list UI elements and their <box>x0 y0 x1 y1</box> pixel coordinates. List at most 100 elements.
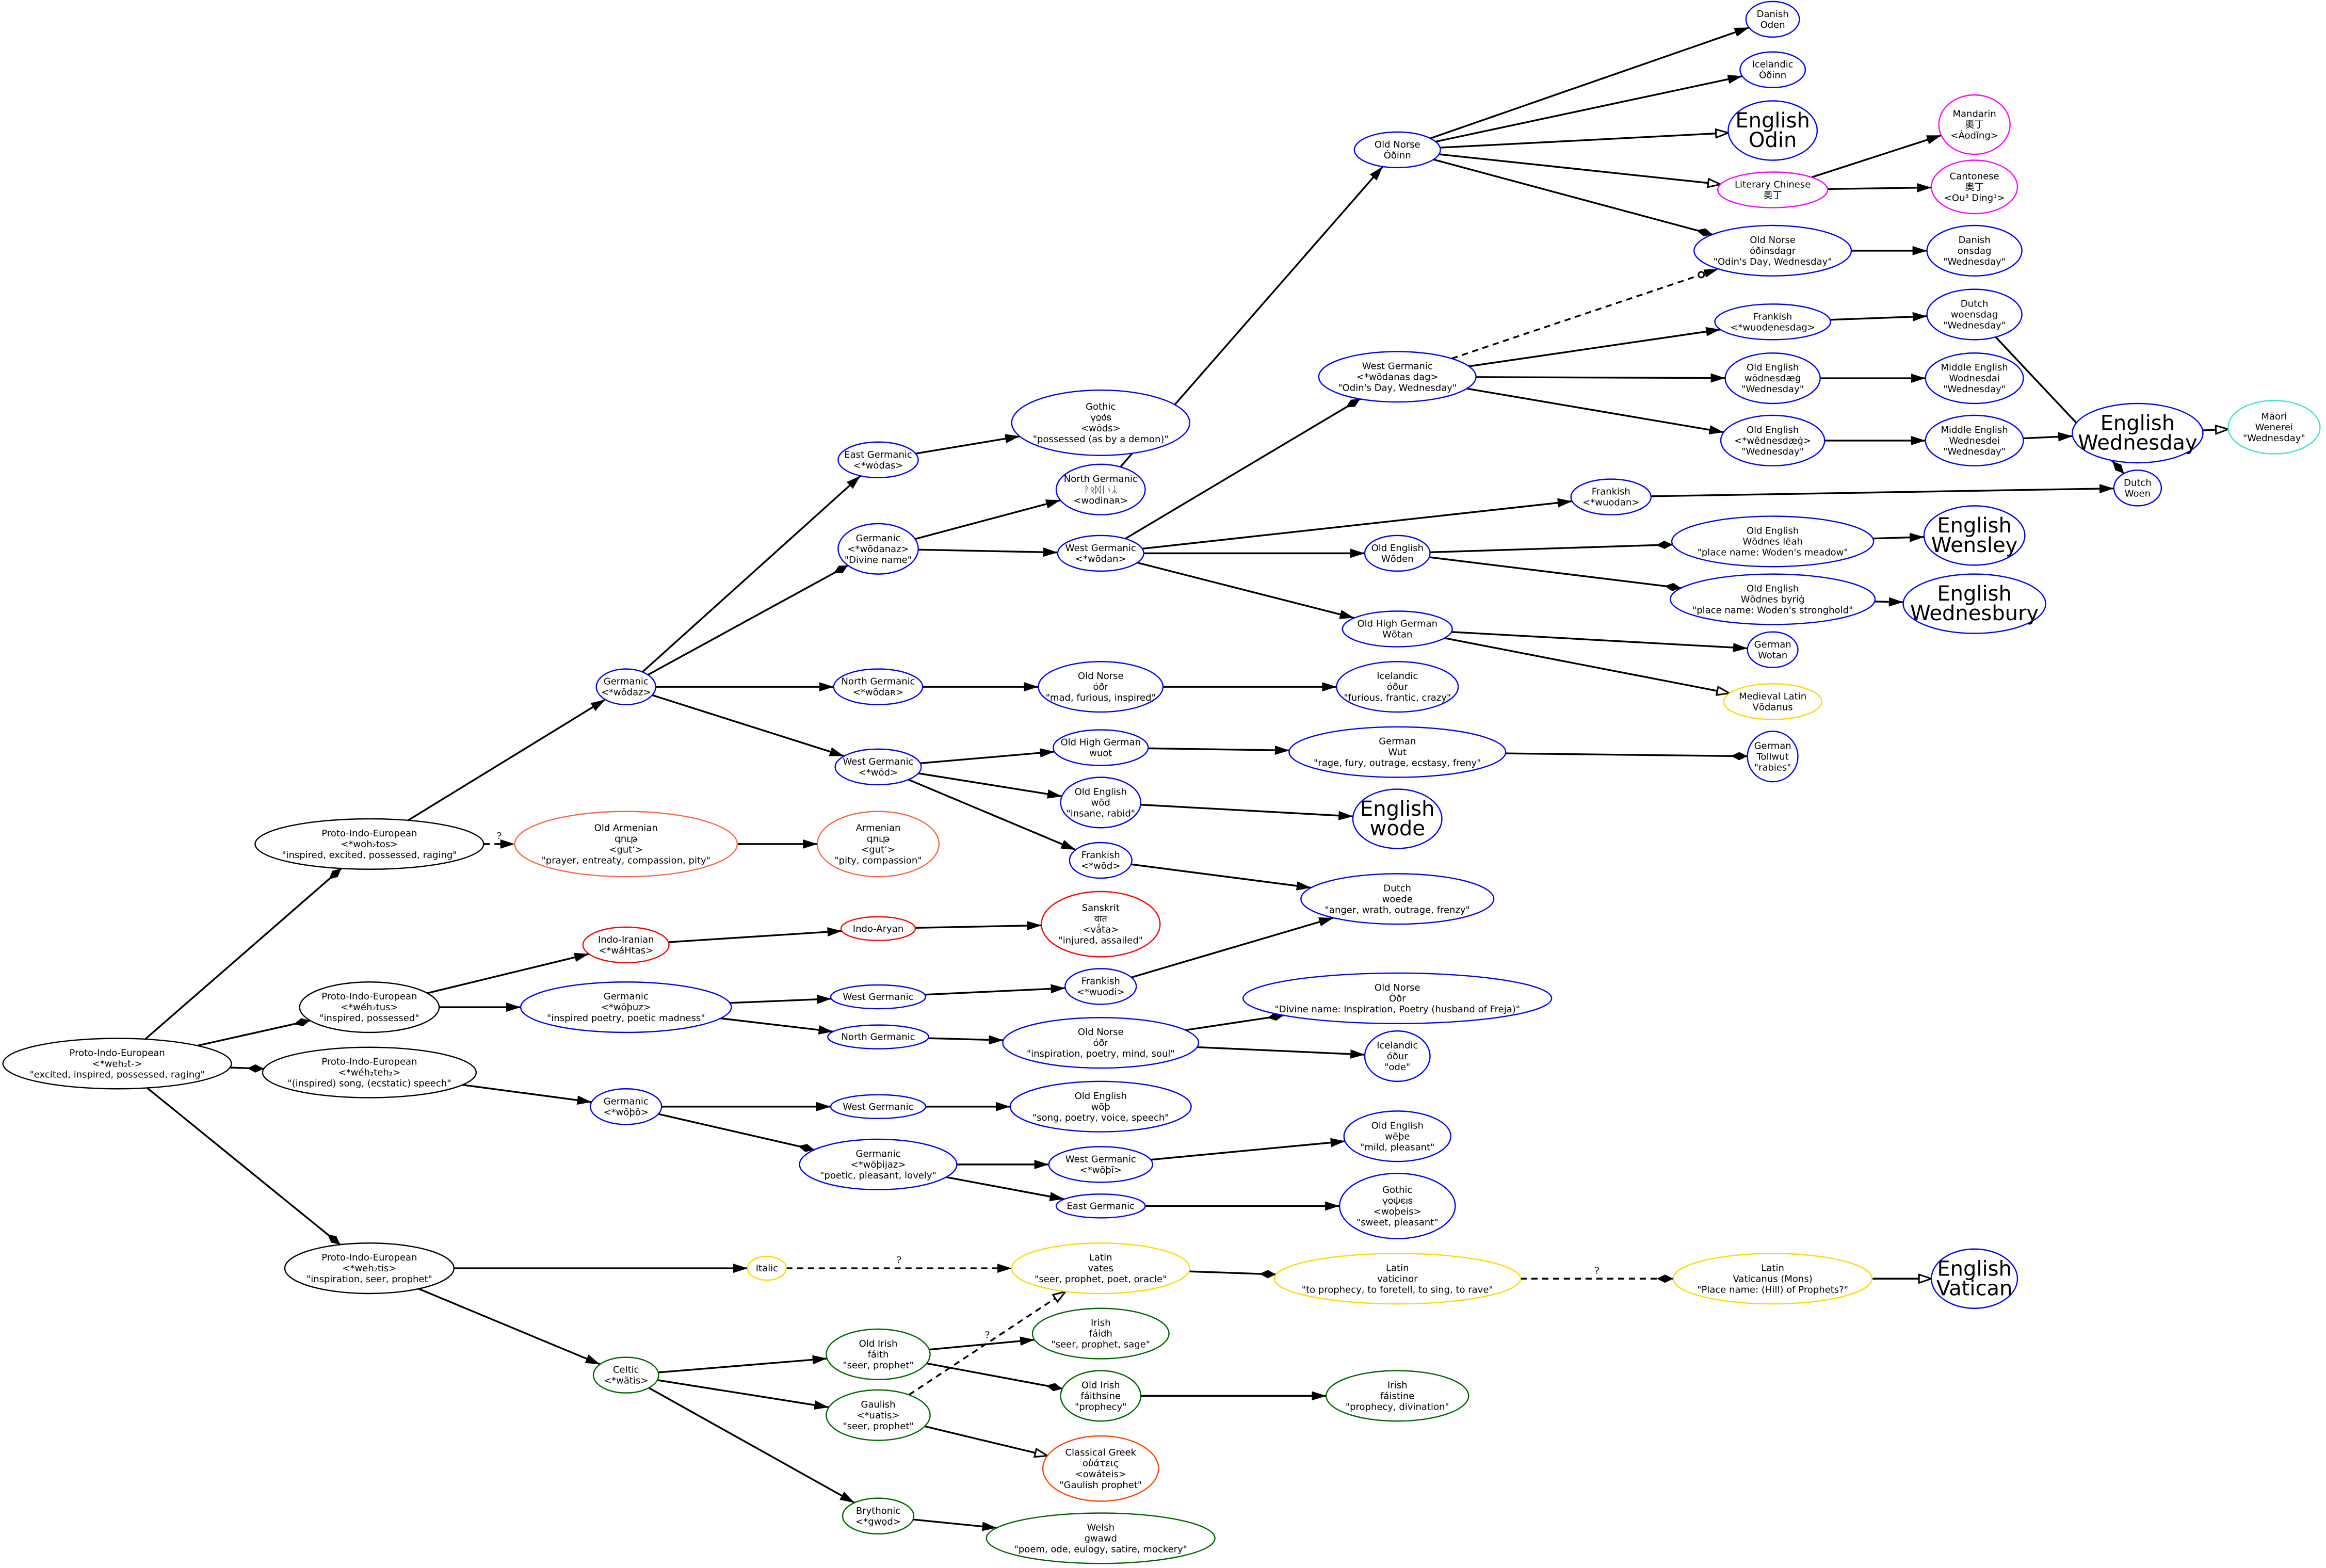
node-term-line: "furious, frantic, crazy" <box>1344 692 1451 703</box>
node-term-line: Tollwut <box>1756 751 1789 762</box>
node-wg-wod[interactable]: West Germanic<*wōd> <box>834 748 922 786</box>
node-italic[interactable]: Italic <box>747 1255 787 1281</box>
node-wg-wopi[interactable]: West Germanic<*wōþī> <box>1048 1146 1154 1183</box>
node-ng-wodar[interactable]: North Germanic<*wōdaʀ> <box>833 668 924 705</box>
node-frankish-wuodi[interactable]: Frankish<*wuodi> <box>1064 968 1137 1005</box>
node-frankish-wuodan[interactable]: Frankish<*wuodan> <box>1570 478 1652 515</box>
node-frankish-wod[interactable]: Frankish<*wōd> <box>1069 842 1133 879</box>
edge-wg-wodanas-dag-to-oe-wednesdaeg <box>1466 387 1724 434</box>
node-term-line: <*wōdanas dag> <box>1356 371 1439 382</box>
node-greek[interactable]: Classical Greekοὐάτεις<owáteis>"Gaulish … <box>1042 1435 1159 1502</box>
node-gmc-wodanaz[interactable]: Germanic<*wōdanaz>"Divine name" <box>837 523 919 575</box>
node-oe-wednesdaeg[interactable]: Old English<*wēdnesdæġ>"Wednesday" <box>1720 414 1826 466</box>
node-language: Old English <box>1075 1091 1127 1102</box>
node-language: East Germanic <box>1067 1201 1135 1211</box>
node-language: German <box>1754 740 1791 751</box>
node-celtic[interactable]: Celtic<*wātis> <box>592 1356 659 1394</box>
node-wg-wodanas-dag[interactable]: West Germanic<*wōdanas dag>"Odin's Day, … <box>1318 351 1477 403</box>
node-frankish-wuodenesdag[interactable]: Frankish<*wuodenesdag> <box>1714 303 1831 341</box>
node-wg-wodan[interactable]: West Germanic<*wōdan> <box>1057 535 1144 572</box>
node-eg-wodas[interactable]: East Germanic<*wōdas> <box>837 441 919 478</box>
edge-celtic-to-brythonic <box>648 1387 855 1504</box>
node-gmc-wopo[interactable]: Germanic<*wōþō> <box>590 1088 663 1125</box>
node-eg-b[interactable]: East Germanic <box>1055 1193 1146 1219</box>
node-language: Proto-Indo-European <box>321 1252 417 1263</box>
node-wg-b[interactable]: West Germanic <box>830 1094 927 1119</box>
node-brythonic[interactable]: Brythonic<*gwọd> <box>842 1497 915 1534</box>
node-term-line: "prophecy, divination" <box>1346 1401 1449 1412</box>
node-indo-iranian[interactable]: Indo-Iranian<*wáHtas> <box>582 926 670 964</box>
node-ellipse <box>2 1038 232 1090</box>
node-wg-a[interactable]: West Germanic <box>830 984 927 1010</box>
node-indo-aryan[interactable]: Indo-Aryan <box>840 916 916 941</box>
node-pie-wehtus[interactable]: Proto-Indo-European<*wéh₂tus>"inspired, … <box>299 981 440 1033</box>
node-gmc-wodaz[interactable]: Germanic<*wōdaz> <box>595 668 656 705</box>
node-ellipse <box>799 1138 958 1190</box>
node-ng-a[interactable]: North Germanic <box>827 1024 929 1049</box>
node-language: Middle English <box>1941 362 2008 373</box>
node-pie-wohtos[interactable]: Proto-Indo-European<*woh₂tos>"inspired, … <box>254 818 484 870</box>
node-gmc-wopuz[interactable]: Germanic<*wōþuz>"inspired poetry, poetic… <box>520 981 732 1033</box>
node-pie-root[interactable]: Proto-Indo-European<*weh₂t->"excited, in… <box>2 1038 232 1090</box>
node-language: Germanic <box>856 533 901 544</box>
node-pie-wehtis[interactable]: Proto-Indo-European<*weh₂tis>"inspiratio… <box>284 1242 455 1295</box>
node-term-line: Óðr <box>1389 993 1406 1004</box>
node-gmc-wopijaz[interactable]: Germanic<*wōþijaz>"poetic, pleasant, lov… <box>799 1138 958 1190</box>
node-pie-wehteh[interactable]: Proto-Indo-European<*wéh₂teh₂>"(inspired… <box>262 1046 477 1098</box>
node-language: Dutch <box>1383 883 1411 894</box>
node-gaulish[interactable]: Gaulish<*uatis>"seer, prophet" <box>826 1389 931 1441</box>
